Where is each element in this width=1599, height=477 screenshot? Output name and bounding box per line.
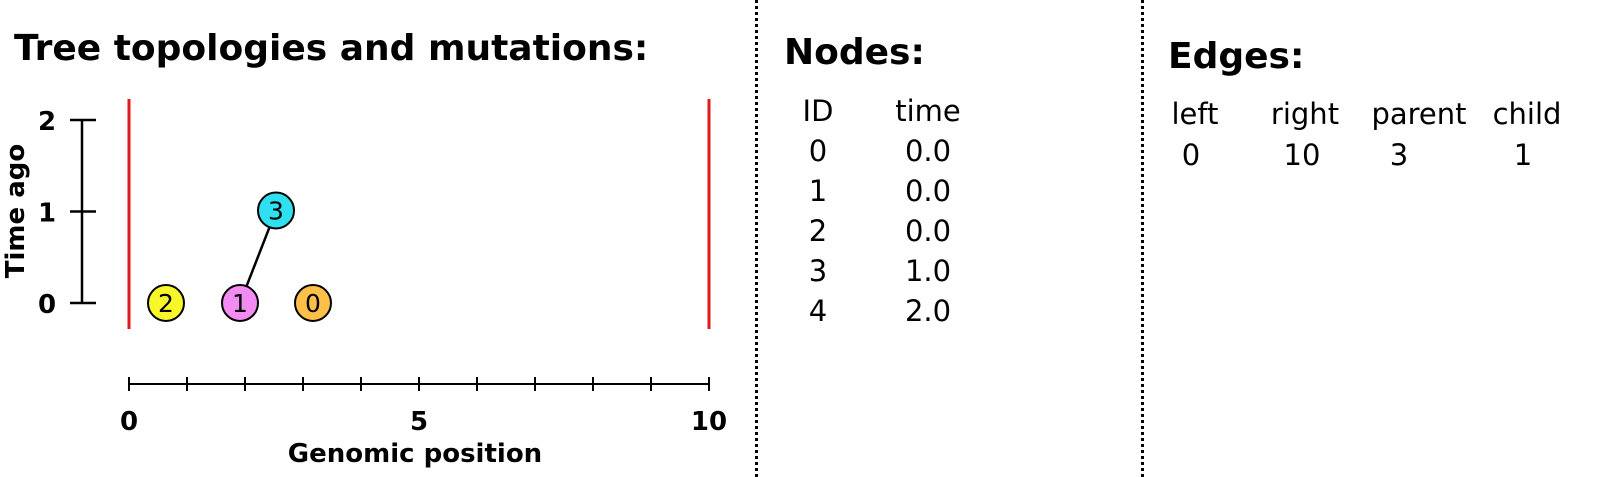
y-tick-label: 2	[38, 107, 56, 137]
node-row-id: 1	[808, 174, 828, 208]
y-axis-label: Time ago	[1, 144, 31, 278]
node-row-id: 2	[808, 214, 828, 248]
trees-panel-title: Tree topologies and mutations:	[14, 28, 649, 69]
divider-left	[755, 0, 758, 477]
node-row-id: 4	[808, 294, 828, 328]
node-row-time: 0.0	[904, 134, 952, 168]
tree-node-label: 1	[232, 289, 248, 318]
tree-edge	[245, 226, 271, 287]
node-row-time: 1.0	[904, 254, 952, 288]
node-row-time: 0.0	[904, 214, 952, 248]
divider-right	[1141, 0, 1144, 477]
x-axis-label: Genomic position	[288, 439, 542, 469]
x-tick-label: 0	[120, 407, 138, 437]
tree-node	[294, 284, 332, 322]
tree-node	[147, 284, 185, 322]
edges-header-left: left	[1171, 97, 1219, 131]
edges-panel-title: Edges:	[1168, 36, 1305, 77]
nodes-panel-title: Nodes:	[784, 32, 925, 73]
tree-nodes: 2 1 0 3	[147, 191, 332, 322]
edge-row-left: 0	[1181, 138, 1201, 172]
edges-header-child: child	[1492, 97, 1562, 131]
tree-node-label: 2	[158, 289, 174, 318]
x-tick-label: 5	[410, 407, 428, 437]
nodes-header-id: ID	[802, 94, 834, 128]
tree-edges	[245, 226, 271, 287]
tree-node	[221, 284, 259, 322]
edges-header-parent: parent	[1371, 97, 1467, 131]
edges-header-right: right	[1270, 97, 1340, 131]
tree-node-label: 3	[268, 197, 284, 226]
x-ticks: 0 5 10	[120, 377, 727, 437]
edge-row-child: 1	[1513, 138, 1533, 172]
tree-node-label: 0	[305, 289, 321, 318]
node-row-id: 3	[808, 254, 828, 288]
node-row-time: 0.0	[904, 174, 952, 208]
tree-node	[257, 191, 295, 230]
y-tick-label: 0	[38, 290, 56, 320]
nodes-header-time: time	[895, 94, 961, 128]
node-row-id: 0	[808, 134, 828, 168]
y-tick-label: 1	[38, 199, 56, 229]
x-tick-label: 10	[691, 407, 727, 437]
edge-row-parent: 3	[1389, 138, 1409, 172]
breakpoint-lines	[127, 99, 711, 329]
node-row-time: 2.0	[904, 294, 952, 328]
edge-row-right: 10	[1283, 138, 1321, 172]
y-ticks: 0 1 2	[38, 107, 96, 320]
